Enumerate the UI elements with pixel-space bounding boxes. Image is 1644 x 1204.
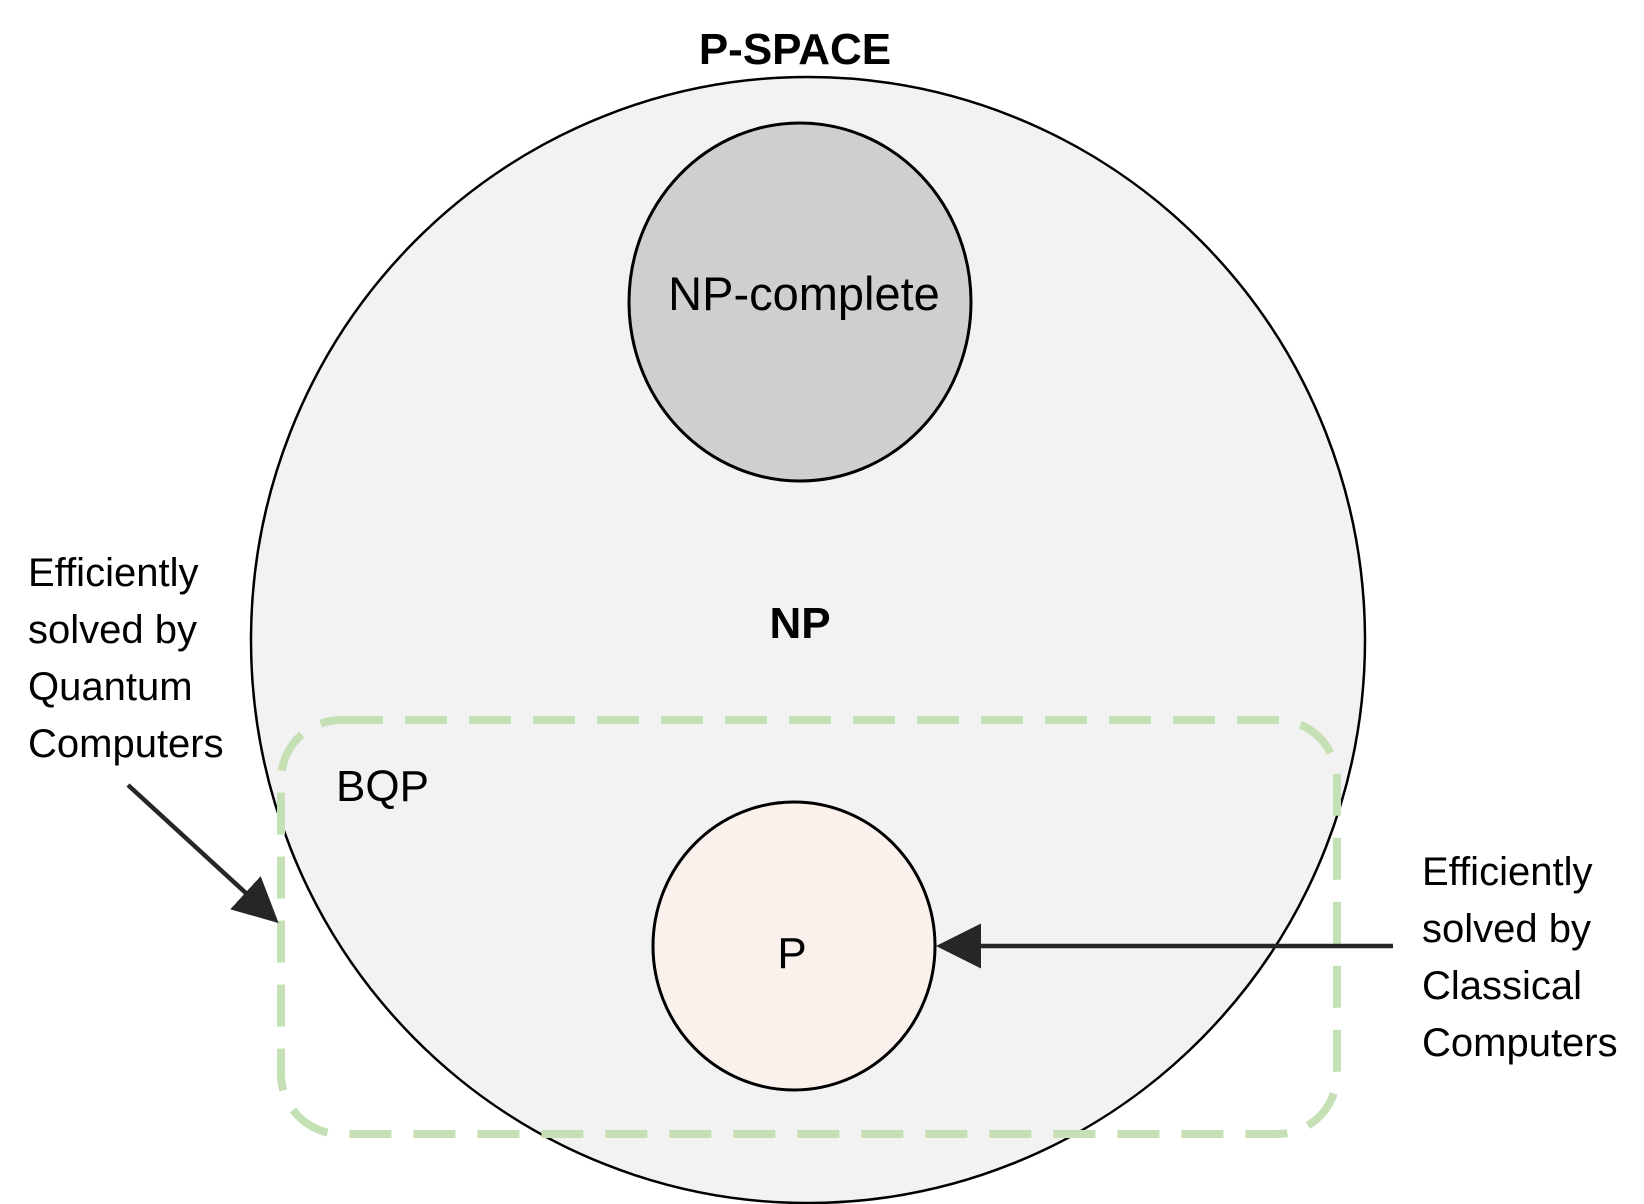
- quantum-annotation: Efficiently solved by Quantum Computers: [28, 551, 224, 766]
- bqp-region: [277, 716, 1341, 1138]
- classical-annotation: Efficiently solved by Classical Computer…: [1422, 850, 1618, 1065]
- np-label: NP: [769, 599, 830, 648]
- classical-annotation-line3: Classical: [1422, 964, 1582, 1008]
- quantum-annotation-line2: solved by: [28, 608, 197, 652]
- bqp-label: BQP: [336, 762, 429, 811]
- classical-annotation-line4: Computers: [1422, 1021, 1618, 1065]
- p-circle: [651, 800, 937, 1092]
- np-complete-circle: [627, 121, 973, 483]
- pspace-circle: [249, 75, 1367, 1204]
- np-complete-label: NP-complete: [668, 267, 940, 320]
- pspace-label: P-SPACE: [699, 25, 891, 74]
- classical-annotation-line1: Efficiently: [1422, 850, 1592, 894]
- quantum-annotation-line1: Efficiently: [28, 551, 198, 595]
- classical-annotation-line2: solved by: [1422, 907, 1591, 951]
- p-label: P: [777, 929, 806, 978]
- quantum-annotation-line4: Computers: [28, 722, 224, 766]
- quantum-annotation-line3: Quantum: [28, 665, 193, 709]
- quantum-arrow: [126, 783, 279, 924]
